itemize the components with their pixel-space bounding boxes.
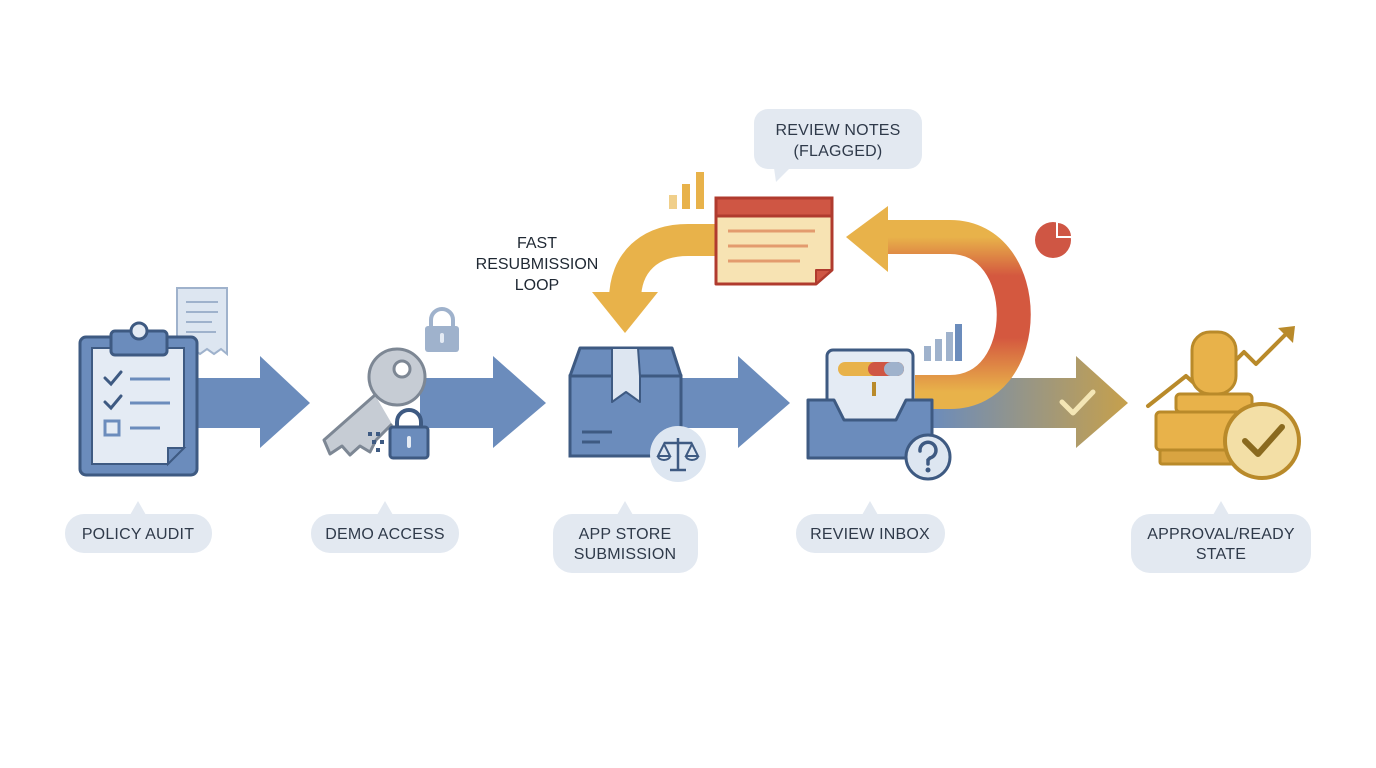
step-label-approval-ready-state: APPROVAL/READY STATE [1131, 501, 1311, 573]
step-label-app-store-submission: APP STORE SUBMISSION [553, 501, 698, 573]
flow-arrow-2 [420, 356, 546, 448]
step-label-review-inbox-text: REVIEW INBOX [810, 526, 930, 543]
loop-arrow-resubmit-head [592, 292, 658, 333]
step-label-approval-ready-state-line-1: APPROVAL/READY [1147, 526, 1295, 543]
step-label-review-inbox: REVIEW INBOX [796, 501, 945, 553]
loop-label-line-3: LOOP [515, 277, 559, 294]
trend-up-arrowhead [1278, 326, 1295, 343]
review-notes-label-line-2: (FLAGGED) [794, 143, 883, 160]
arrow-check-icon [1059, 389, 1096, 416]
loop-arrow-resubmit [609, 224, 716, 301]
scales-of-justice-icon [650, 426, 706, 482]
step-label-approval-ready-state-line-2: STATE [1196, 546, 1246, 563]
loop-label: FAST RESUBMISSION LOOP [476, 235, 599, 294]
clipboard-checklist-icon [78, 321, 199, 477]
flagged-note-icon [714, 196, 834, 286]
pie-chart-icon [1035, 219, 1075, 258]
digital-lock-icon [368, 408, 430, 460]
loop-label-line-2: RESUBMISSION [476, 256, 599, 273]
flow-arrow-1 [195, 356, 310, 448]
padlock-icon [425, 307, 459, 352]
step-label-policy-audit-text: POLICY AUDIT [82, 526, 194, 543]
step-label-policy-audit: POLICY AUDIT [65, 501, 212, 553]
step-label-app-store-submission-line-2: SUBMISSION [574, 546, 676, 563]
flow-arrow-3 [680, 356, 790, 448]
question-mark-icon [904, 433, 952, 481]
inbox-tray-icon [806, 348, 934, 460]
bar-chart-icon-orange [669, 172, 704, 209]
step-label-app-store-submission-line-1: APP STORE [579, 526, 672, 543]
loop-label-line-1: FAST [517, 235, 557, 252]
loop-arrow-return [880, 220, 1031, 409]
step-label-demo-access: DEMO ACCESS [311, 501, 459, 553]
review-notes-label-line-1: REVIEW NOTES [775, 122, 900, 139]
check-circle-icon [1223, 402, 1301, 480]
loop-arrow-return-head [846, 206, 888, 272]
step-label-demo-access-text: DEMO ACCESS [325, 526, 445, 543]
review-notes-bubble: REVIEW NOTES (FLAGGED) [754, 109, 922, 182]
bar-chart-icon-blue [924, 324, 962, 361]
